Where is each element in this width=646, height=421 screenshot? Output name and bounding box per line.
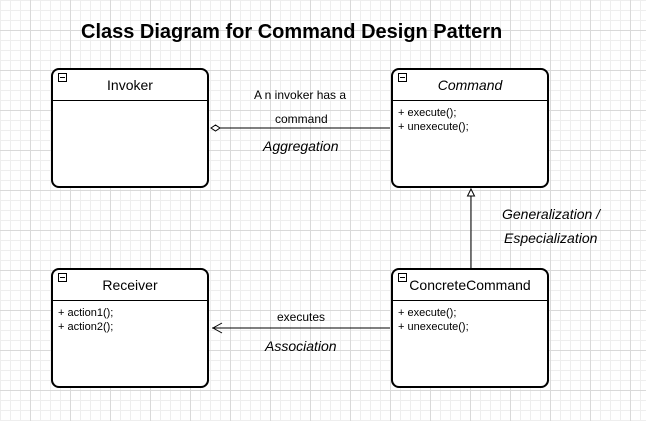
- concrete-command-class-name: ConcreteCommand: [409, 277, 531, 293]
- command-class-name: Command: [437, 77, 503, 93]
- concrete-command-member: + unexecute();: [398, 321, 469, 333]
- aggregation-kind-label: Aggregation: [263, 138, 339, 154]
- aggregation-diamond: [210, 124, 221, 132]
- receiver-member: + action2();: [58, 321, 114, 333]
- collapse-icon[interactable]: [398, 273, 407, 282]
- invoker-class-header: Invoker: [53, 70, 207, 101]
- command-class[interactable]: Command + execute(); + unexecute();: [391, 68, 549, 188]
- receiver-class-header: Receiver: [53, 270, 207, 301]
- command-class-members: + execute(); + unexecute();: [393, 101, 547, 139]
- generalization-kind-label-line1: Generalization /: [502, 206, 601, 222]
- command-member: + execute();: [398, 107, 457, 119]
- association-kind-label: Association: [265, 338, 337, 354]
- command-class-header: Command: [393, 70, 547, 101]
- aggregation-label-line1: A n invoker has a: [254, 88, 347, 102]
- concrete-command-class-members: + execute(); + unexecute();: [393, 301, 547, 339]
- aggregation-label-line2: command: [275, 112, 328, 126]
- invoker-class-members: [53, 101, 207, 111]
- receiver-member: + action1();: [58, 307, 114, 319]
- generalization-kind-label-line2: Especialization: [504, 230, 598, 246]
- concrete-command-class-header: ConcreteCommand: [393, 270, 547, 301]
- association-label: executes: [277, 310, 326, 324]
- receiver-class-members: + action1(); + action2();: [53, 301, 207, 339]
- collapse-icon[interactable]: [58, 73, 67, 82]
- collapse-icon[interactable]: [398, 73, 407, 82]
- concrete-command-class[interactable]: ConcreteCommand + execute(); + unexecute…: [391, 268, 549, 388]
- generalization-arrowhead: [466, 187, 476, 197]
- receiver-class-name: Receiver: [102, 277, 158, 293]
- collapse-icon[interactable]: [58, 273, 67, 282]
- concrete-command-member: + execute();: [398, 307, 457, 319]
- diagram-title: Class Diagram for Command Design Pattern: [81, 21, 503, 43]
- receiver-class[interactable]: Receiver + action1(); + action2();: [51, 268, 209, 388]
- invoker-class[interactable]: Invoker: [51, 68, 209, 188]
- association-arrowhead: [211, 322, 223, 334]
- command-member: + unexecute();: [398, 121, 469, 133]
- invoker-class-name: Invoker: [107, 77, 153, 93]
